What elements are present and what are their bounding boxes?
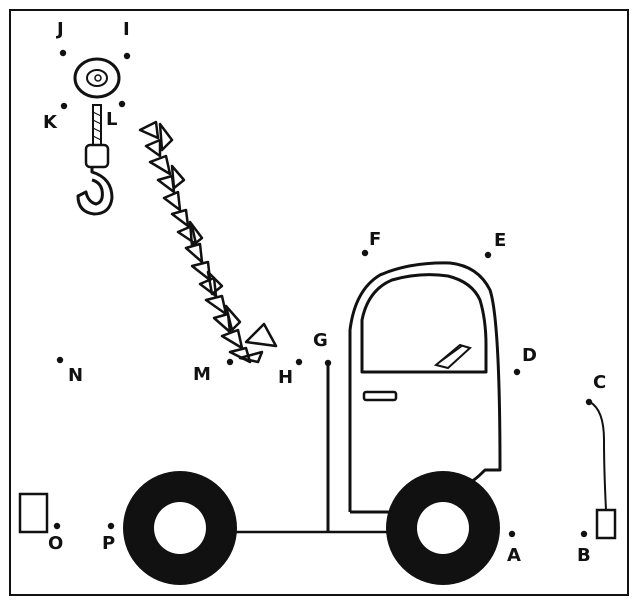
point-label-i: I <box>123 19 130 40</box>
dot-m <box>226 358 234 366</box>
dot-p <box>107 522 115 530</box>
steering-wheel <box>433 343 472 370</box>
dot-a <box>508 530 516 538</box>
point-label-m: M <box>193 364 211 385</box>
dot-j <box>59 49 67 57</box>
dot-l <box>118 100 126 108</box>
dot-k <box>60 102 68 110</box>
dot-o <box>53 522 61 530</box>
front-lamp <box>595 508 617 540</box>
crane-hook <box>76 143 114 216</box>
point-label-j: J <box>57 19 64 40</box>
point-label-g: G <box>313 330 328 351</box>
dot-n <box>56 356 64 364</box>
dot-d <box>513 368 521 376</box>
cab-window <box>360 273 488 374</box>
crane-pulley <box>73 57 121 99</box>
dot-e <box>484 251 492 259</box>
point-label-l: L <box>106 109 118 130</box>
point-label-n: N <box>68 365 84 386</box>
rear-wheel <box>123 471 237 585</box>
point-label-d: D <box>522 345 537 366</box>
point-label-a: A <box>507 545 521 566</box>
front-wheel <box>386 471 500 585</box>
point-label-f: F <box>369 229 382 250</box>
dot-c <box>585 398 593 406</box>
dot-markers <box>53 49 593 538</box>
cab-outline <box>348 261 502 514</box>
point-label-e: E <box>494 230 507 251</box>
door-handle <box>362 390 398 402</box>
point-label-b: B <box>577 545 591 566</box>
point-label-k: K <box>43 112 57 133</box>
dot-f <box>361 249 369 257</box>
dot-g <box>324 359 332 367</box>
page-border <box>9 9 629 596</box>
front-lamp-wire <box>589 401 607 511</box>
point-label-o: O <box>48 533 64 554</box>
dot-h <box>295 358 303 366</box>
point-label-p: P <box>102 533 116 554</box>
point-label-h: H <box>278 367 294 388</box>
point-label-c: C <box>593 372 607 393</box>
dot-b <box>580 530 588 538</box>
dot-i <box>123 52 131 60</box>
rear-lamp <box>18 492 49 534</box>
crane-boom <box>138 120 278 364</box>
